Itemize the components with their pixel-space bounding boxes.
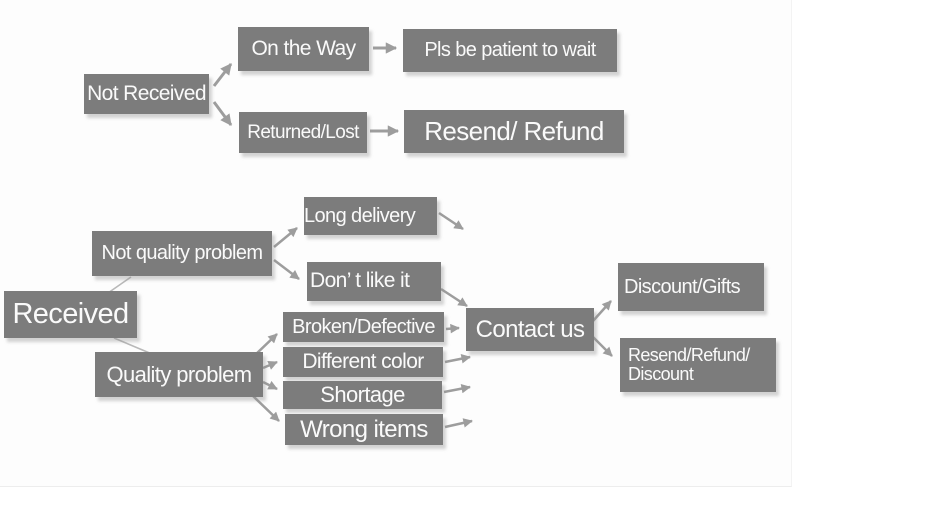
- node-different-color: Different color: [283, 347, 443, 377]
- node-resend-refund: Resend/ Refund: [404, 110, 624, 153]
- node-quality-problem: Quality problem: [95, 352, 263, 397]
- node-discount-gifts: Discount/Gifts: [618, 263, 764, 311]
- node-contact-us: Contact us: [466, 308, 594, 351]
- node-shortage: Shortage: [283, 381, 442, 409]
- node-resend-refund-discount-line1: Resend/Refund/: [628, 345, 750, 366]
- node-resend-refund-discount-line2: Discount: [628, 364, 694, 384]
- node-not-quality-problem: Not quality problem: [92, 231, 272, 276]
- node-broken-defective: Broken/Defective: [283, 312, 444, 342]
- node-resend-refund-discount: Resend/Refund/ Discount: [620, 338, 776, 392]
- node-received: Received: [4, 291, 137, 338]
- node-on-the-way: On the Way: [238, 27, 369, 71]
- node-not-received: Not Received: [84, 74, 209, 114]
- node-pls-be-patient-to-wait: Pls be patient to wait: [403, 29, 617, 72]
- node-wrong-items: Wrong items: [285, 414, 443, 445]
- node-dont-like-it: Don’ t like it: [307, 262, 441, 301]
- node-long-delivery: Long delivery: [304, 197, 437, 235]
- node-returned-lost: Returned/Lost: [239, 112, 367, 153]
